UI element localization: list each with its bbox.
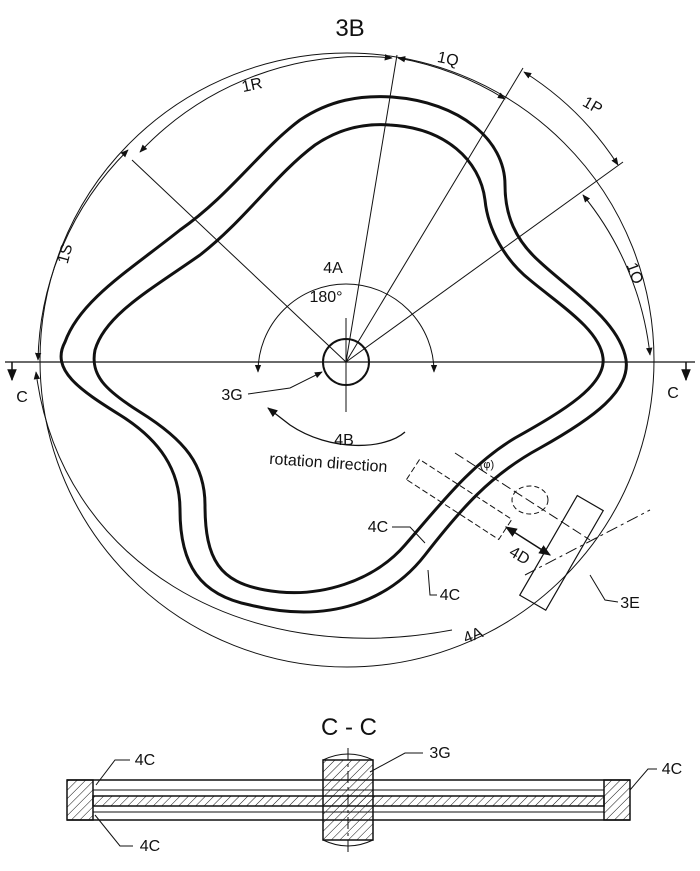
arc-4a-bottom [36,372,452,638]
label-4c-upper: 4C [368,519,388,536]
section-right-rim [604,780,630,820]
label-4b: 4B [334,432,354,449]
label-4d: 4D [506,544,532,569]
guide-axis [525,510,650,575]
radial-line-4 [132,160,346,362]
label-1o: 1O [623,261,646,287]
section-label-4c-top-left: 4C [135,752,155,769]
section-label-4c-bottom-left: 4C [140,838,160,855]
arc-1p [524,72,618,165]
radial-line-1 [346,55,397,362]
label-4c-lower: 4C [440,587,460,604]
label-4a-top: 4A [323,260,343,277]
section-title: C - C [321,714,377,741]
label-1s: 1S [55,242,76,265]
label-1p: 1P [580,94,605,119]
arc-1s [38,150,128,360]
section-label-c-right: C [667,385,679,402]
leader-4c-top-left [96,760,130,785]
cam-profile-outer [61,97,626,612]
section-left-rim [67,780,93,820]
follower-arm [406,459,511,539]
section-label-4c-right: 4C [662,761,682,778]
leader-3e [590,575,618,602]
leader-4c-right [630,769,657,790]
follower-assembly: (φ) [406,453,590,540]
radial-line-2 [346,68,523,362]
phi-symbol: (φ) [480,459,494,471]
leader-4c-lower [428,570,437,595]
label-1r: 1R [240,75,264,96]
leader-3g [248,372,322,394]
follower-roller [512,486,548,514]
section-label-3g: 3G [429,745,450,762]
label-3e: 3E [620,595,640,612]
leader-3g-section [370,753,423,772]
rotation-text: rotation direction [269,451,388,476]
label-3g: 3G [221,387,242,404]
section-label-c-left: C [16,389,28,406]
angle-label: 180° [309,289,342,306]
figure-title: 3B [335,15,364,42]
